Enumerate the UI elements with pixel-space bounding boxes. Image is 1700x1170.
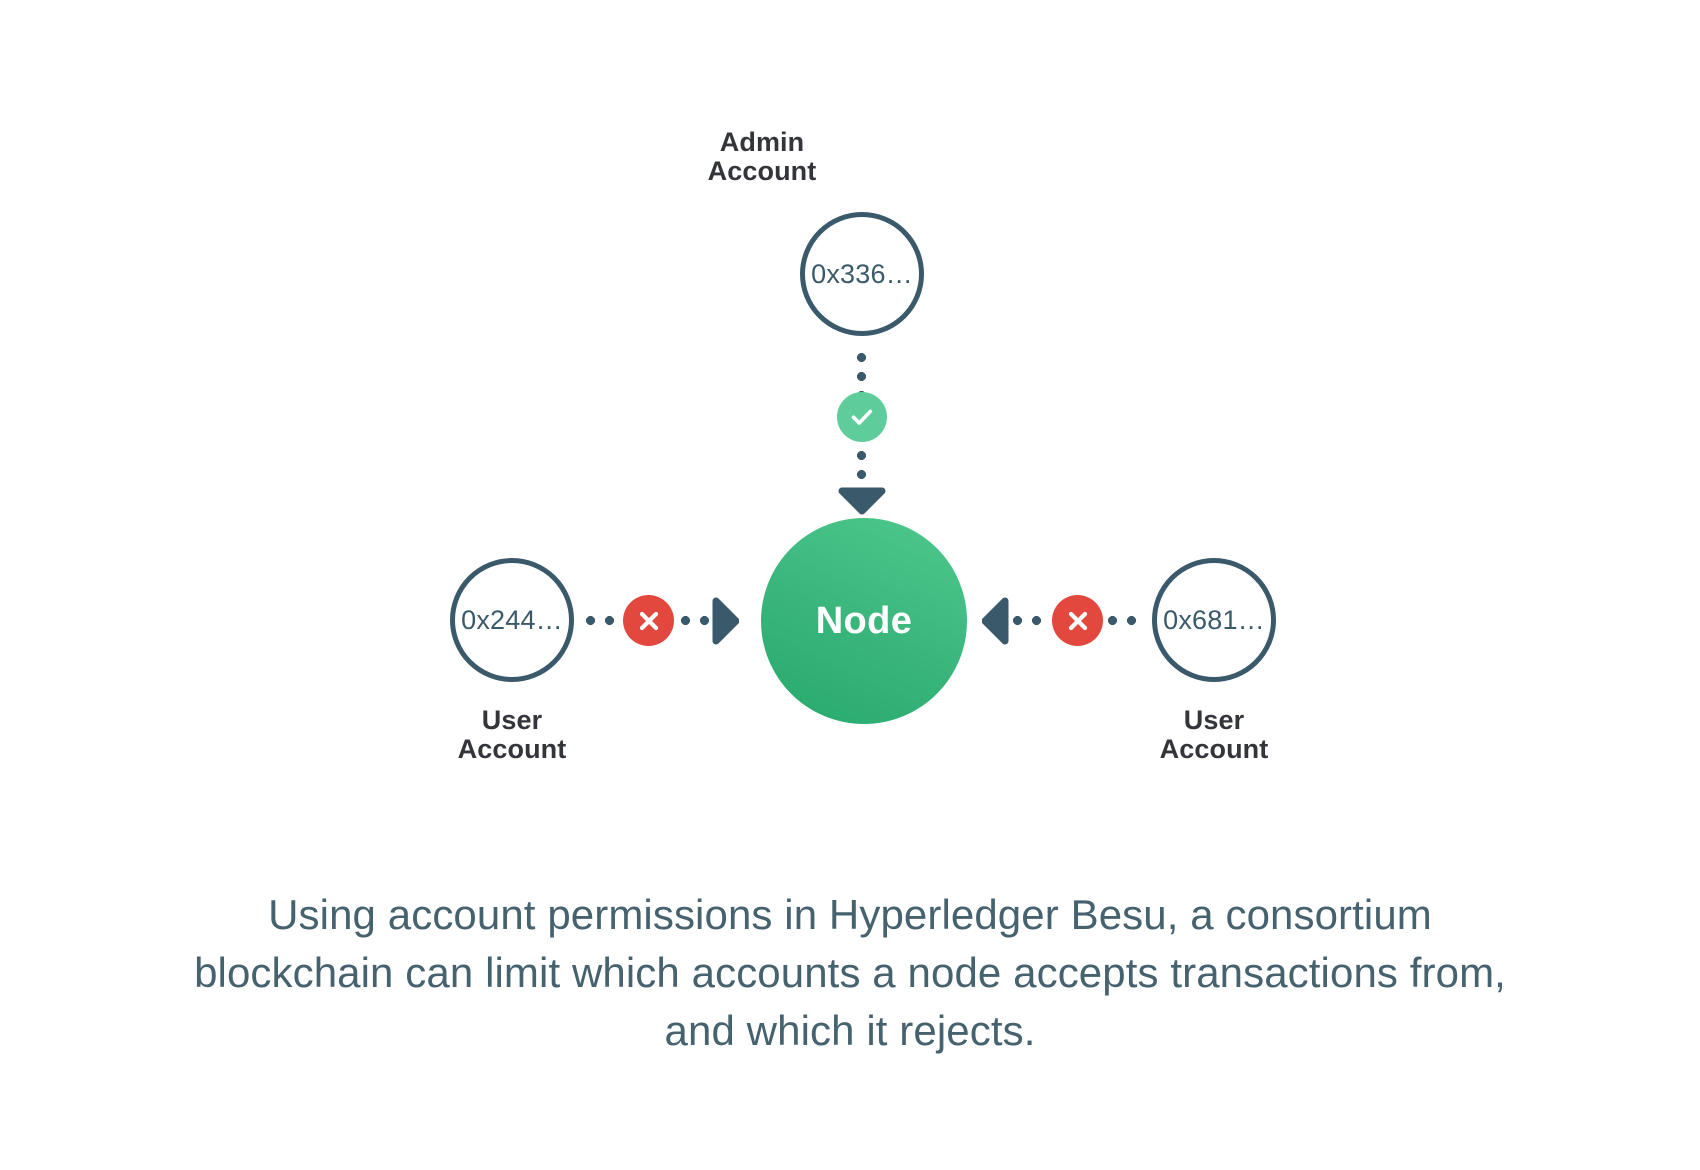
arrowhead-user-left-to-node [711, 597, 739, 645]
permission-badge-deny-left[interactable] [623, 595, 674, 646]
permission-badge-allow[interactable] [837, 392, 887, 442]
connector-user-left-outer [581, 616, 623, 625]
permission-badge-deny-right[interactable] [1052, 595, 1103, 646]
admin-account-label: Admin Account [707, 127, 817, 187]
user-left-account-label: User Account [457, 705, 567, 765]
arrowhead-admin-to-node [838, 487, 886, 515]
connector-user-right-outer [1103, 616, 1145, 625]
arrowhead-user-right-to-node [982, 597, 1010, 645]
admin-account-address: 0x336… [811, 258, 913, 289]
connector-user-left-inner [676, 616, 718, 625]
user-left-account-circle[interactable]: 0x244… [450, 558, 574, 682]
diagram-caption: Using account permissions in Hyperledger… [194, 891, 1506, 1054]
user-right-account-circle[interactable]: 0x681… [1152, 558, 1276, 682]
admin-account-circle[interactable]: 0x336… [800, 212, 924, 336]
connector-user-right-inner [1008, 616, 1050, 625]
cross-icon [639, 611, 658, 630]
connector-admin-lower [857, 446, 866, 492]
user-right-account-address: 0x681… [1163, 604, 1265, 635]
check-icon [851, 409, 873, 425]
user-left-account-address: 0x244… [461, 604, 563, 635]
cross-icon [1068, 611, 1087, 630]
connector-admin-upper [857, 348, 866, 394]
user-right-account-label: User Account [1159, 705, 1269, 765]
central-node-label: Node [815, 599, 913, 642]
central-node[interactable]: Node [761, 518, 967, 724]
